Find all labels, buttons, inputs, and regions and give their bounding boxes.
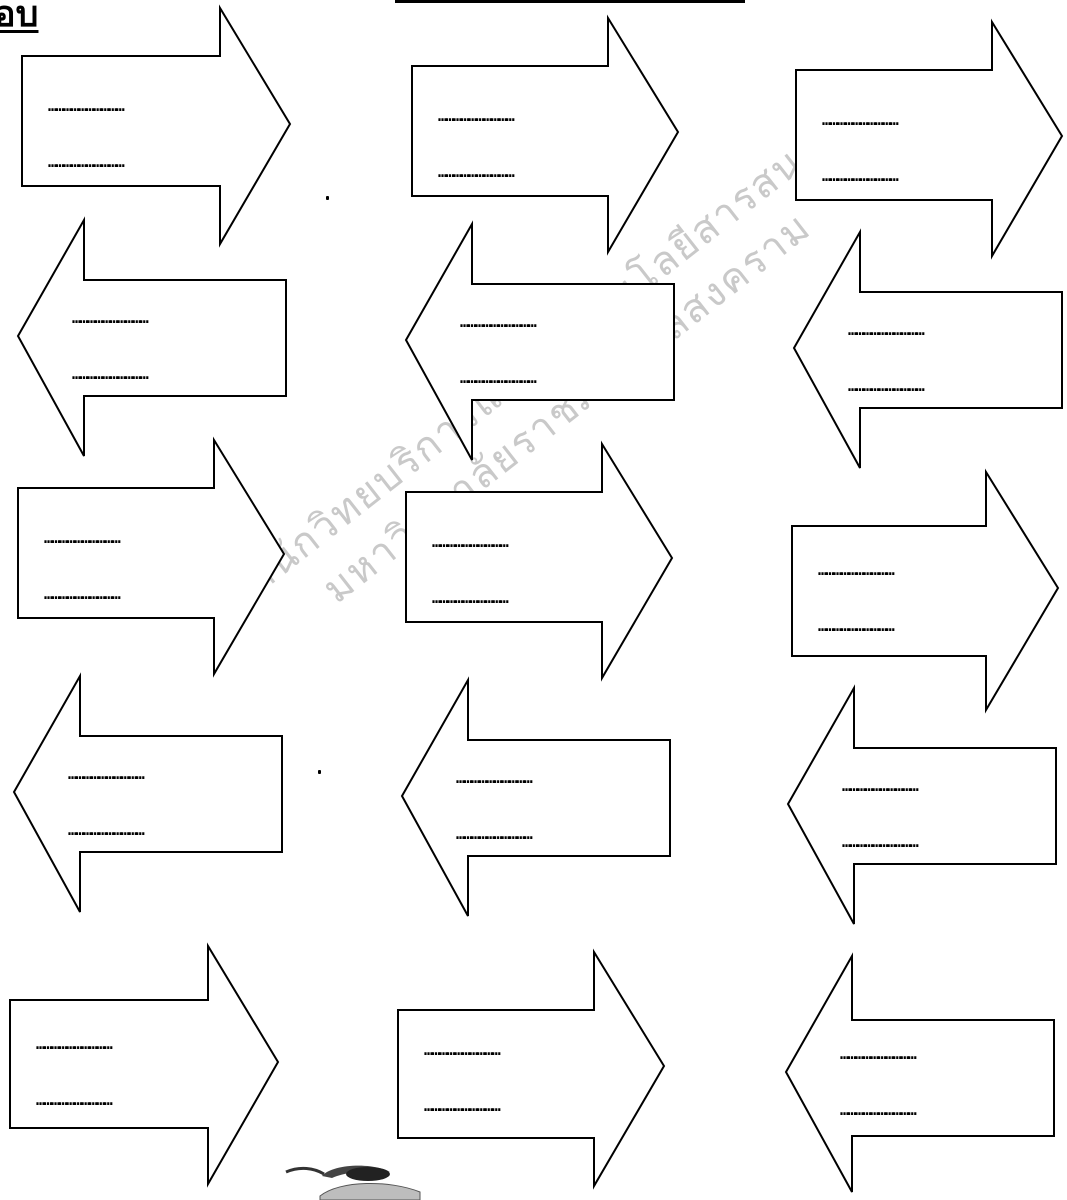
answer-line-2[interactable]: ………………………… xyxy=(44,566,244,622)
arrow-3: ………………………… ………………………… xyxy=(792,20,1067,260)
scan-speck xyxy=(318,770,321,774)
answer-lines: ………………………… ………………………… xyxy=(72,290,272,402)
arrow-13: ………………………… ………………………… xyxy=(6,944,286,1184)
answer-lines: ………………………… ………………………… xyxy=(822,92,1022,204)
answer-lines: ………………………… ………………………… xyxy=(456,750,656,862)
answer-lines: ………………………… ………………………… xyxy=(44,510,244,622)
answer-lines: ………………………… ………………………… xyxy=(842,758,1042,870)
top-rule xyxy=(395,0,745,3)
answer-line-2[interactable]: ………………………… xyxy=(68,802,268,858)
answer-line-1[interactable]: ………………………… xyxy=(842,758,1042,814)
answer-line-2[interactable]: ………………………… xyxy=(460,350,660,406)
arrow-9: ………………………… ………………………… xyxy=(788,470,1067,710)
answer-line-2[interactable]: ………………………… xyxy=(48,134,248,190)
scan-speck xyxy=(326,196,329,200)
answer-line-2[interactable]: ………………………… xyxy=(72,346,272,402)
answer-lines: ………………………… ………………………… xyxy=(840,1026,1040,1138)
answer-line-1[interactable]: ………………………… xyxy=(48,78,248,134)
answer-line-1[interactable]: ………………………… xyxy=(44,510,244,566)
arrow-8: ………………………… ………………………… xyxy=(402,442,682,682)
answer-line-2[interactable]: ………………………… xyxy=(848,358,1048,414)
answer-line-1[interactable]: ………………………… xyxy=(424,1022,624,1078)
answer-line-1[interactable]: ………………………… xyxy=(68,746,268,802)
answer-line-1[interactable]: ………………………… xyxy=(818,542,1018,598)
arrow-11: ………………………… ………………………… xyxy=(398,678,678,918)
answer-line-1[interactable]: ………………………… xyxy=(432,514,632,570)
answer-lines: ………………………… ………………………… xyxy=(438,88,638,200)
answer-line-1[interactable]: ………………………… xyxy=(36,1016,236,1072)
answer-line-1[interactable]: ………………………… xyxy=(848,302,1048,358)
answer-lines: ………………………… ………………………… xyxy=(818,542,1018,654)
answer-line-2[interactable]: ………………………… xyxy=(438,144,638,200)
answer-line-2[interactable]: ………………………… xyxy=(842,814,1042,870)
answer-line-1[interactable]: ………………………… xyxy=(72,290,272,346)
partial-bottom-illustration xyxy=(280,1162,430,1200)
answer-line-2[interactable]: ………………………… xyxy=(818,598,1018,654)
answer-line-2[interactable]: ………………………… xyxy=(424,1078,624,1134)
arrow-14: ………………………… ………………………… xyxy=(394,950,674,1190)
arrow-10: ………………………… ………………………… xyxy=(10,674,290,914)
answer-line-1[interactable]: ………………………… xyxy=(456,750,656,806)
arrow-2: ………………………… ………………………… xyxy=(408,16,688,256)
arrow-6: ………………………… ………………………… xyxy=(790,230,1067,470)
answer-lines: ………………………… ………………………… xyxy=(848,302,1048,414)
arrow-1: ………………………… ………………………… xyxy=(18,6,298,246)
answer-lines: ………………………… ………………………… xyxy=(36,1016,236,1128)
arrow-7: ………………………… ………………………… xyxy=(14,438,294,678)
answer-line-2[interactable]: ………………………… xyxy=(456,806,656,862)
answer-lines: ………………………… ………………………… xyxy=(68,746,268,858)
answer-line-2[interactable]: ………………………… xyxy=(840,1082,1040,1138)
answer-lines: ………………………… ………………………… xyxy=(460,294,660,406)
answer-line-1[interactable]: ………………………… xyxy=(822,92,1022,148)
answer-line-1[interactable]: ………………………… xyxy=(840,1026,1040,1082)
answer-lines: ………………………… ………………………… xyxy=(432,514,632,626)
answer-line-2[interactable]: ………………………… xyxy=(432,570,632,626)
arrow-12: ………………………… ………………………… xyxy=(784,686,1064,926)
arrow-5: ………………………… ………………………… xyxy=(402,222,682,462)
answer-line-1[interactable]: ………………………… xyxy=(460,294,660,350)
answer-lines: ………………………… ………………………… xyxy=(48,78,248,190)
answer-line-2[interactable]: ………………………… xyxy=(822,148,1022,204)
answer-line-2[interactable]: ………………………… xyxy=(36,1072,236,1128)
answer-lines: ………………………… ………………………… xyxy=(424,1022,624,1134)
arrow-4: ………………………… ………………………… xyxy=(14,218,294,458)
arrow-15: ………………………… ………………………… xyxy=(782,954,1062,1194)
answer-line-1[interactable]: ………………………… xyxy=(438,88,638,144)
